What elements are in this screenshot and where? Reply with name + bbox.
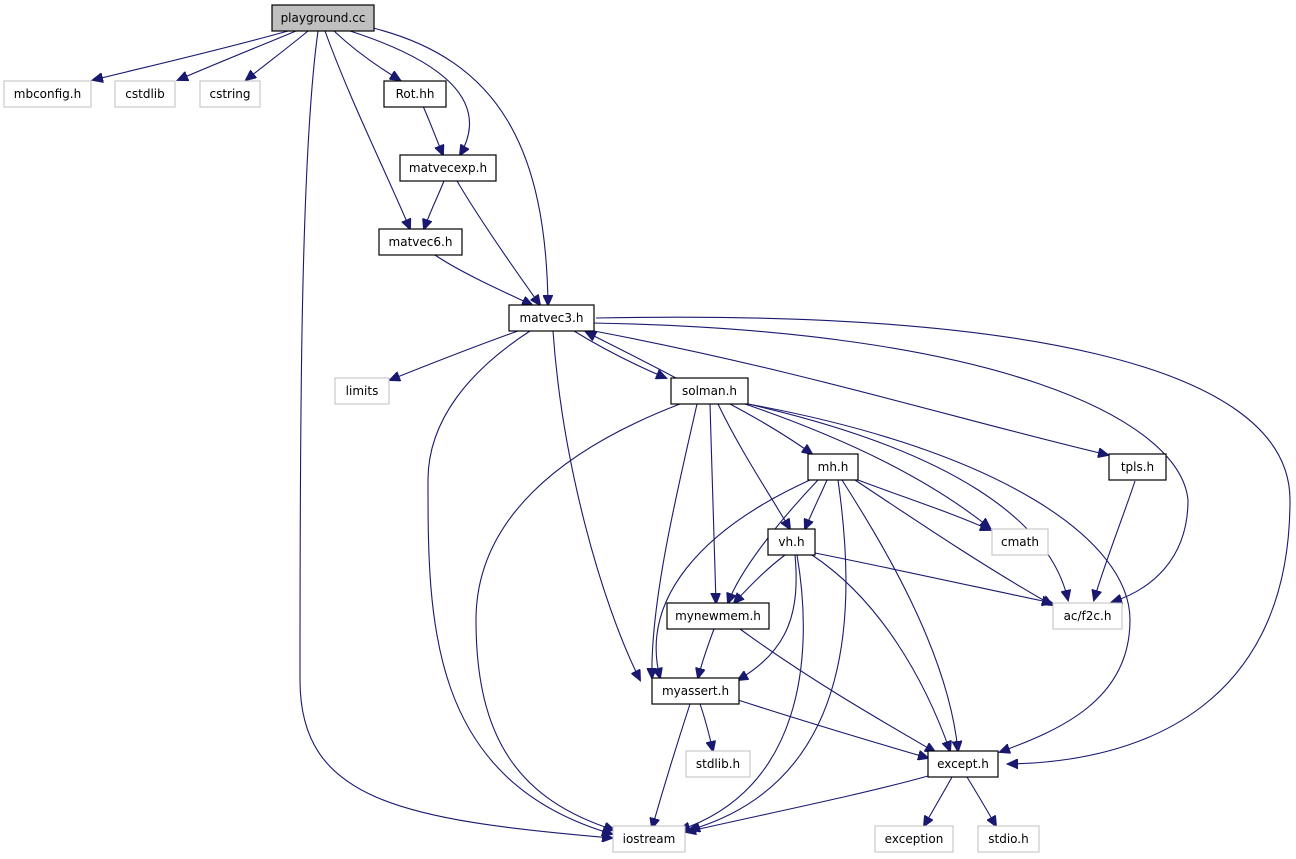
edge-mh-cmath: [857, 479, 990, 530]
node-label: cstring: [209, 87, 250, 101]
edge-mh-acf2c: [854, 479, 1052, 605]
edge-matvec3-tpls: [593, 330, 1108, 455]
edge-playground-matvecexp: [349, 30, 471, 155]
edge-matvec3-iostream: [427, 330, 612, 834]
node-label: vh.h: [778, 535, 804, 549]
edge-playground-iostream: [299, 30, 612, 838]
node-except-h[interactable]: except.h: [927, 750, 999, 778]
node-label: matvecexp.h: [409, 161, 487, 175]
edge-tpls-acf2c: [1094, 480, 1136, 600]
edge-rot-matvecexp: [422, 105, 443, 155]
edges: [93, 27, 1291, 838]
edge-playground-matvec3: [372, 27, 548, 305]
node-exception[interactable]: exception: [874, 825, 954, 853]
edge-matvecexp-matvec3: [456, 180, 540, 305]
edge-matvec3-myassert: [552, 330, 640, 680]
node-label: tpls.h: [1121, 460, 1154, 474]
node-label: matvec3.h: [520, 311, 584, 325]
node-matvec3-h[interactable]: matvec3.h: [508, 304, 595, 332]
edge-except-exception: [924, 776, 953, 826]
edge-matvec3-except: [595, 316, 1291, 764]
edge-vh-except: [811, 554, 950, 751]
edge-playground-cstdlib: [178, 30, 297, 80]
edge-playground-matvec6: [324, 30, 410, 229]
edge-except-stdio: [966, 776, 996, 826]
edge-solman-except: [747, 403, 1131, 752]
edge-matvec6-matvec3: [434, 254, 532, 305]
node-cmath[interactable]: cmath: [991, 528, 1049, 556]
edge-vh-mynewmem: [734, 554, 786, 603]
node-label: cstdlib: [125, 87, 164, 101]
node-label: cmath: [1001, 535, 1039, 549]
node-label: stdlib.h: [696, 757, 740, 771]
node-label: stdio.h: [988, 832, 1028, 846]
node-mbconfig-h[interactable]: mbconfig.h: [3, 80, 92, 108]
edge-mynewmem-except: [739, 628, 935, 752]
edge-mynewmem-myassert: [698, 628, 715, 678]
node-iostream[interactable]: iostream: [612, 825, 686, 853]
node-stdlib-h[interactable]: stdlib.h: [685, 750, 751, 778]
node-stdio-h[interactable]: stdio.h: [977, 825, 1040, 853]
edge-solman-iostream: [475, 403, 681, 830]
node-label: matvec6.h: [389, 235, 453, 249]
node-tpls-h[interactable]: tpls.h: [1108, 453, 1167, 481]
edge-mh-vh: [805, 479, 828, 529]
node-label: solman.h: [682, 384, 737, 398]
edge-solman-cmath: [744, 403, 990, 528]
node-rot-hh[interactable]: Rot.hh: [383, 80, 447, 108]
edge-except-iostream: [686, 775, 929, 832]
node-mh-h[interactable]: mh.h: [807, 453, 859, 481]
edge-myassert-iostream: [652, 703, 691, 828]
edge-matvec3-solman: [573, 330, 666, 378]
edge-solman-myassert: [652, 403, 698, 678]
edge-vh-acf2c: [814, 552, 1052, 603]
edge-mh-except: [841, 479, 958, 751]
edge-solman-matvec3: [586, 332, 677, 379]
node-label: iostream: [623, 832, 676, 846]
node-label: mynewmem.h: [675, 609, 761, 623]
edge-mh-myassert: [656, 479, 811, 678]
node-label: ac/f2c.h: [1064, 609, 1112, 623]
edge-solman-vh: [717, 403, 790, 529]
edge-mh-iostream: [690, 479, 847, 830]
node-label: mbconfig.h: [14, 87, 81, 101]
node-cstring[interactable]: cstring: [199, 80, 261, 108]
node-label: myassert.h: [662, 684, 729, 698]
edge-solman-mh: [729, 403, 812, 454]
node-vh-h[interactable]: vh.h: [767, 528, 816, 556]
node-myassert-h[interactable]: myassert.h: [651, 677, 740, 705]
node-ac-f2c-h[interactable]: ac/f2c.h: [1052, 602, 1123, 630]
node-solman-h[interactable]: solman.h: [670, 377, 749, 405]
edge-myassert-except: [737, 699, 928, 758]
node-label: playground.cc: [281, 11, 366, 25]
node-label: Rot.hh: [396, 87, 435, 101]
node-label: except.h: [937, 757, 989, 771]
edge-playground-rot: [333, 30, 400, 80]
edge-solman-acf2c: [747, 403, 1068, 600]
edge-solman-mynewmem: [709, 403, 716, 603]
node-mynewmem-h[interactable]: mynewmem.h: [666, 602, 770, 630]
node-label: limits: [346, 384, 379, 398]
node-matvec6-h[interactable]: matvec6.h: [378, 228, 463, 256]
nodes: playground.cc mbconfig.h cstdlib cstring…: [3, 4, 1167, 853]
edge-playground-mbconfig: [93, 30, 289, 80]
node-limits[interactable]: limits: [334, 377, 390, 405]
node-label: exception: [885, 832, 944, 846]
edge-myassert-stdlib: [699, 703, 713, 751]
edge-matvec3-acf2c: [591, 322, 1189, 602]
edge-vh-myassert: [738, 554, 797, 680]
edge-playground-cstring: [246, 30, 309, 80]
node-cstdlib[interactable]: cstdlib: [114, 80, 176, 108]
edge-matvec3-limits: [390, 330, 519, 380]
edge-matvecexp-matvec6: [424, 180, 445, 229]
edge-mh-mynewmem: [728, 479, 819, 603]
node-label: mh.h: [818, 460, 849, 474]
node-matvecexp-h[interactable]: matvecexp.h: [399, 154, 497, 182]
node-playground-cc[interactable]: playground.cc: [271, 4, 375, 32]
